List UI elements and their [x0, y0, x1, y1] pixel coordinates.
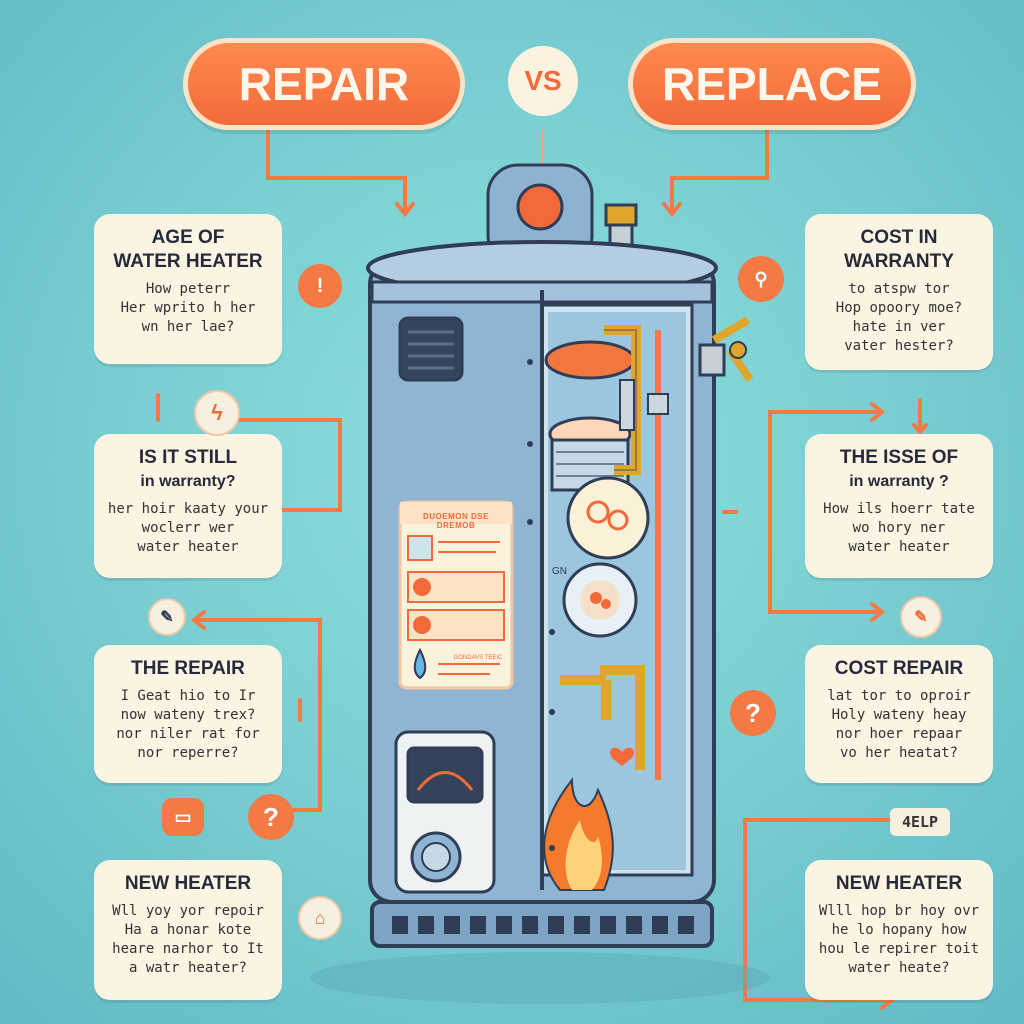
card-cost-in-warranty: COST IN WARRANTY to atspw tor Hop opoory… [805, 214, 993, 370]
card-line: Her wprito h her [120, 300, 256, 316]
card-line: water heater [848, 539, 950, 555]
lightning-icon: ϟ [194, 390, 240, 436]
card-line: hou le repirer toit [818, 941, 980, 957]
card-line: vater hester? [844, 338, 954, 354]
repair-connector [266, 110, 407, 214]
card-line: to atspw tor [848, 281, 950, 297]
vent [398, 316, 464, 382]
card-title: IS IT STILL [138, 447, 238, 468]
card-line: water heater [137, 539, 239, 555]
card-line: wn her lae? [141, 319, 235, 335]
warning-icon: ! [298, 264, 342, 308]
replace-header: REPLACE [628, 38, 916, 130]
card-the-isse-of: THE ISSE OF in warranty ? How ils hoerr … [805, 434, 993, 578]
card-title: NEW HEATER [835, 873, 963, 894]
right-lower-connector [743, 818, 896, 1002]
card-line: he lo hopany how [831, 922, 967, 938]
dome-light [516, 183, 564, 231]
vs-label: VS [524, 65, 562, 96]
card-line: woclerr wer [141, 520, 235, 536]
card-line: nor hoer repaar [835, 726, 963, 742]
card-the-repair: THE REPAIR I Geat hio to Ir now wateny t… [94, 645, 282, 783]
replace-label: REPLACE [662, 58, 882, 110]
right-mid-connector [768, 410, 882, 614]
panel-subtitle: GONDAVS TEEIC [453, 655, 503, 661]
card-line: wo hory ner [852, 520, 946, 536]
bag-icon: ⌂ [298, 896, 342, 940]
card-line: water heate? [848, 960, 950, 976]
left-lower-connector [194, 618, 322, 812]
card-line: vo her heatat? [839, 745, 958, 761]
card-title: WATER HEATER [113, 251, 263, 272]
card-is-it-still-in-warranty: IS IT STILL in warranty? her hoir kaaty … [94, 434, 282, 578]
water-heater [366, 163, 754, 948]
wrench-icon: ✎ [148, 598, 186, 636]
card-subtitle: in warranty? [140, 473, 236, 490]
card-line: How peterr [145, 281, 231, 297]
repair-header: REPAIR [183, 38, 465, 130]
question-icon: ? [248, 794, 294, 840]
card-line: heare narhor to It [112, 941, 264, 957]
heating-element [544, 340, 636, 380]
card-line: hate in ver [852, 319, 946, 335]
card-line: Holy wateny heay [831, 707, 967, 723]
toolbox-icon: ▭ [162, 798, 204, 836]
card-line: I Geat hio to Ir [120, 688, 256, 704]
card-new-heater-right: NEW HEATER Wlll hop br hoy ovr he lo hop… [805, 860, 993, 1000]
tank-base [370, 900, 714, 948]
card-title: COST REPAIR [834, 658, 964, 679]
card-line: her hoir kaaty your [107, 501, 269, 517]
card-line: Wll yoy yor repoir [112, 903, 264, 919]
card-title: COST IN [860, 227, 938, 248]
card-line: lat tor to oproir [827, 688, 971, 704]
card-line: now wateny trex? [120, 707, 256, 723]
panel-title: DUOEMON DSE DREMOB [423, 512, 489, 530]
card-title: NEW HEATER [124, 873, 252, 894]
question-icon-right: ? [730, 690, 776, 736]
repair-label: REPAIR [238, 58, 410, 110]
gauge-label: GN [552, 566, 567, 577]
card-line: a watr heater? [128, 960, 247, 976]
wrench-icon-right: ✎ [900, 596, 942, 638]
card-line: How ils hoerr tate [823, 501, 975, 517]
card-line: nor reperre? [137, 745, 239, 761]
tool-icon: ⚲ [738, 256, 784, 302]
card-title: THE ISSE OF [839, 447, 959, 468]
card-title: AGE OF [151, 227, 225, 248]
card-title: THE REPAIR [131, 658, 245, 679]
card-age-of-water-heater: AGE OF WATER HEATER How peterr Her wprit… [94, 214, 282, 364]
tank-shadow [310, 952, 770, 1004]
vs-badge: VS [508, 46, 578, 116]
card-line: Wlll hop br hoy ovr [818, 903, 980, 919]
card-title: WARRANTY [844, 251, 954, 272]
replace-connector [670, 110, 769, 214]
help-label: 4ELP [890, 808, 950, 836]
left-mid-connector [236, 418, 342, 512]
card-line: nor niler rat for [116, 726, 260, 742]
card-line: Ha a honar kote [124, 922, 252, 938]
card-new-heater-left: NEW HEATER Wll yoy yor repoir Ha a honar… [94, 860, 282, 1000]
card-cost-repair: COST REPAIR lat tor to oproir Holy waten… [805, 645, 993, 783]
card-subtitle: in warranty ? [849, 473, 949, 490]
card-line: Hop opoory moe? [835, 300, 963, 316]
